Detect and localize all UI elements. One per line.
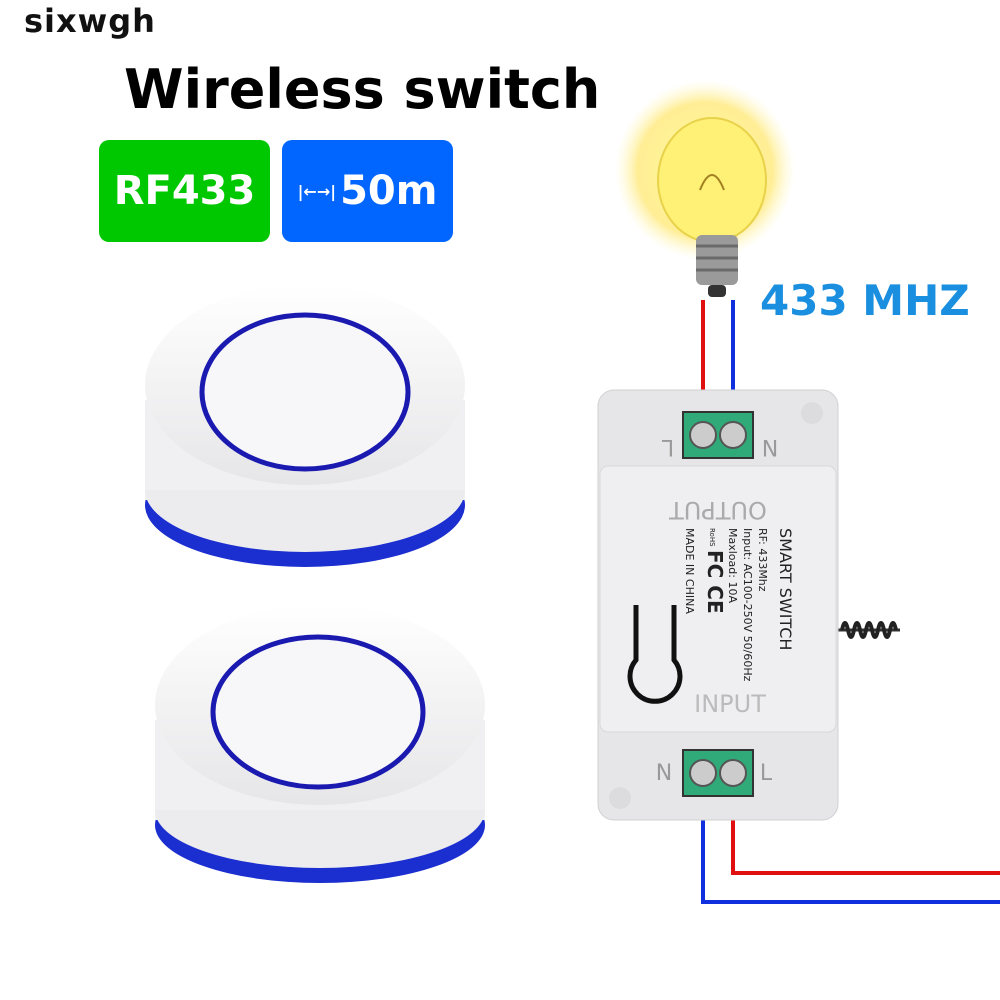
module-rf: RF: 433Mhz — [756, 528, 769, 592]
protocol-badge: RF433 — [99, 140, 270, 242]
rohs-mark: RoHS — [708, 528, 716, 547]
terminal-bottom-l: L — [760, 761, 773, 786]
module-maxload: Maxload: 10A — [726, 528, 739, 603]
smart-switch-module: L N N L OUTPUT INPUT SMART SWITCH RF: 43… — [597, 389, 839, 821]
light-bulb-icon — [615, 80, 795, 297]
remote-button-2 — [155, 605, 485, 883]
range-arrow-icon: |←→| — [297, 181, 337, 201]
page-title: Wireless switch — [124, 58, 601, 121]
terminal-top-l: L — [661, 434, 674, 459]
frequency-label: 433 MHZ — [760, 276, 970, 325]
module-name: SMART SWITCH — [776, 528, 795, 650]
module-origin: MADE IN CHINA — [683, 528, 696, 614]
terminal-bottom-n: N — [656, 761, 672, 786]
protocol-label: RF433 — [113, 168, 256, 214]
module-input: Input: AC100-250V 50/60Hz — [741, 528, 754, 682]
brand-logo: sixwgh — [24, 2, 156, 40]
terminal-top-n: N — [762, 434, 778, 459]
remote-button-1 — [145, 285, 465, 567]
output-label: OUTPUT — [669, 496, 767, 524]
range-badge: |←→|50m — [282, 140, 453, 242]
certification-marks: FC CE — [703, 550, 727, 614]
wires — [701, 300, 1000, 904]
range-label: 50m — [340, 168, 438, 214]
antenna-coil-icon — [835, 621, 900, 639]
input-label: INPUT — [694, 690, 766, 718]
